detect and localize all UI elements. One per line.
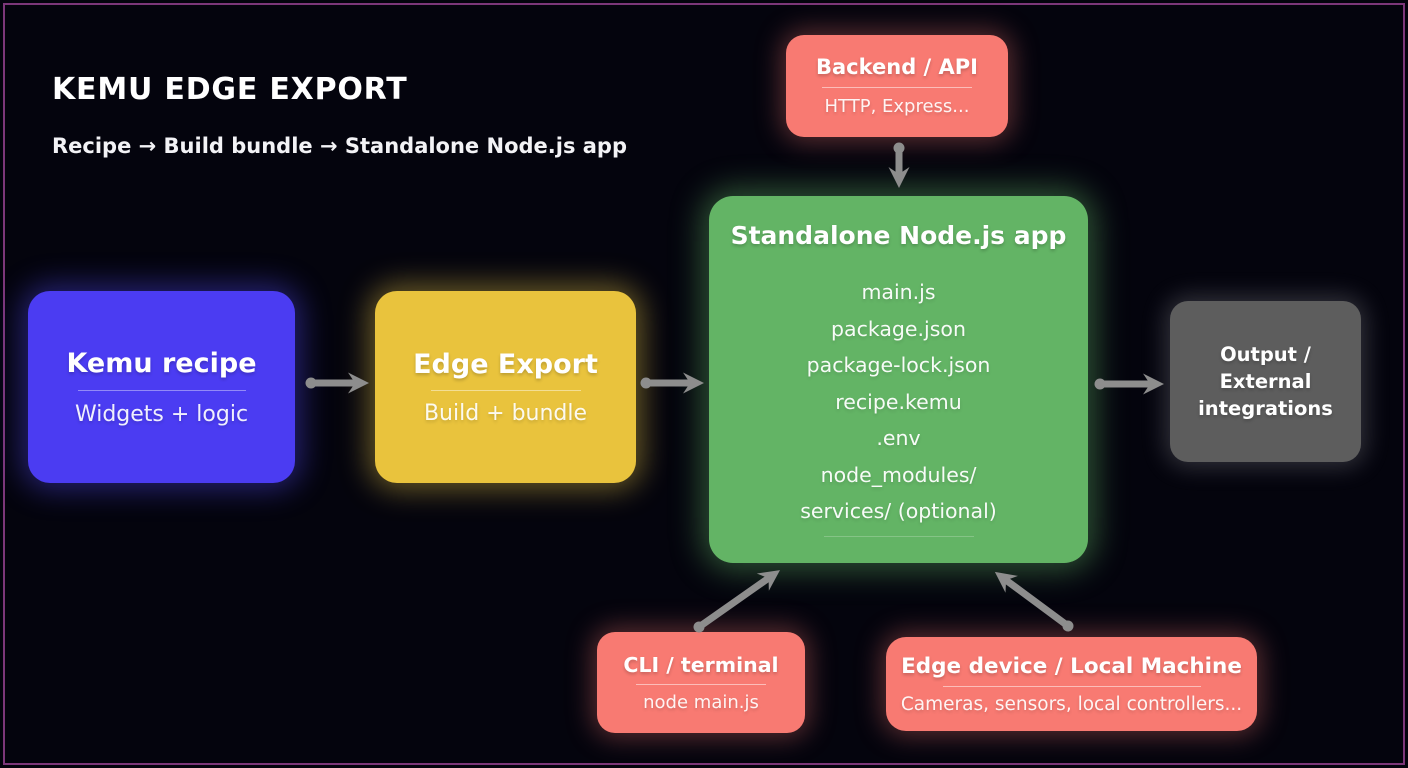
node-kemu-recipe-divider: [77, 389, 246, 391]
file-item: main.js: [861, 280, 936, 304]
node-standalone-app: Standalone Node.js app main.js package.j…: [709, 196, 1088, 563]
node-cli-terminal: CLI / terminal node main.js: [597, 632, 805, 733]
arrow-backend-to-app-icon: [888, 142, 910, 188]
file-item: services/ (optional): [800, 499, 997, 523]
node-edge-export-divider: [430, 389, 581, 391]
node-output-integrations-title: Output / External integrations: [1198, 342, 1333, 421]
node-edge-device-divider: [942, 685, 1201, 687]
arrow-recipe-to-export-icon: [305, 372, 369, 394]
file-item: package.json: [831, 316, 966, 341]
arrow-app-to-output-icon: [1094, 373, 1164, 395]
standalone-app-file-list: main.js package.json package-lock.json r…: [800, 274, 997, 537]
node-edge-export-title: Edge Export: [413, 348, 598, 380]
node-cli-terminal-title: CLI / terminal: [623, 652, 779, 677]
file-item: node_modules/: [820, 462, 977, 487]
node-kemu-recipe-subtitle: Widgets + logic: [74, 401, 249, 427]
page-subtitle: Recipe → Build bundle → Standalone Node.…: [52, 134, 627, 158]
node-backend-api-subtitle: HTTP, Express...: [824, 96, 970, 117]
arrow-cli-to-app-icon: [693, 570, 780, 633]
node-cli-terminal-subtitle: node main.js: [643, 691, 759, 713]
node-kemu-recipe: Kemu recipe Widgets + logic: [28, 291, 295, 483]
node-backend-api-divider: [822, 87, 972, 88]
arrow-export-to-app-icon: [640, 372, 704, 394]
node-backend-api: Backend / API HTTP, Express...: [786, 35, 1008, 137]
node-standalone-app-title: Standalone Node.js app: [730, 221, 1067, 250]
node-kemu-recipe-title: Kemu recipe: [66, 347, 257, 379]
file-item: recipe.kemu: [835, 389, 962, 414]
node-edge-export-subtitle: Build + bundle: [423, 400, 588, 426]
page-title: KEMU EDGE EXPORT: [52, 72, 408, 107]
node-output-integrations: Output / External integrations: [1170, 301, 1361, 462]
node-edge-device: Edge device / Local Machine Cameras, sen…: [886, 637, 1257, 731]
arrow-device-to-app-icon: [994, 571, 1074, 632]
node-backend-api-title: Backend / API: [815, 55, 978, 79]
standalone-app-bottom-divider: [823, 535, 974, 537]
header-block: KEMU EDGE EXPORT Recipe → Build bundle →…: [52, 72, 627, 158]
file-item: package-lock.json: [806, 353, 991, 377]
node-cli-terminal-divider: [636, 683, 766, 685]
node-edge-export: Edge Export Build + bundle: [375, 291, 636, 483]
node-edge-device-subtitle: Cameras, sensors, local controllers...: [900, 693, 1243, 715]
node-edge-device-title: Edge device / Local Machine: [901, 653, 1242, 679]
file-item: .env: [876, 426, 921, 450]
